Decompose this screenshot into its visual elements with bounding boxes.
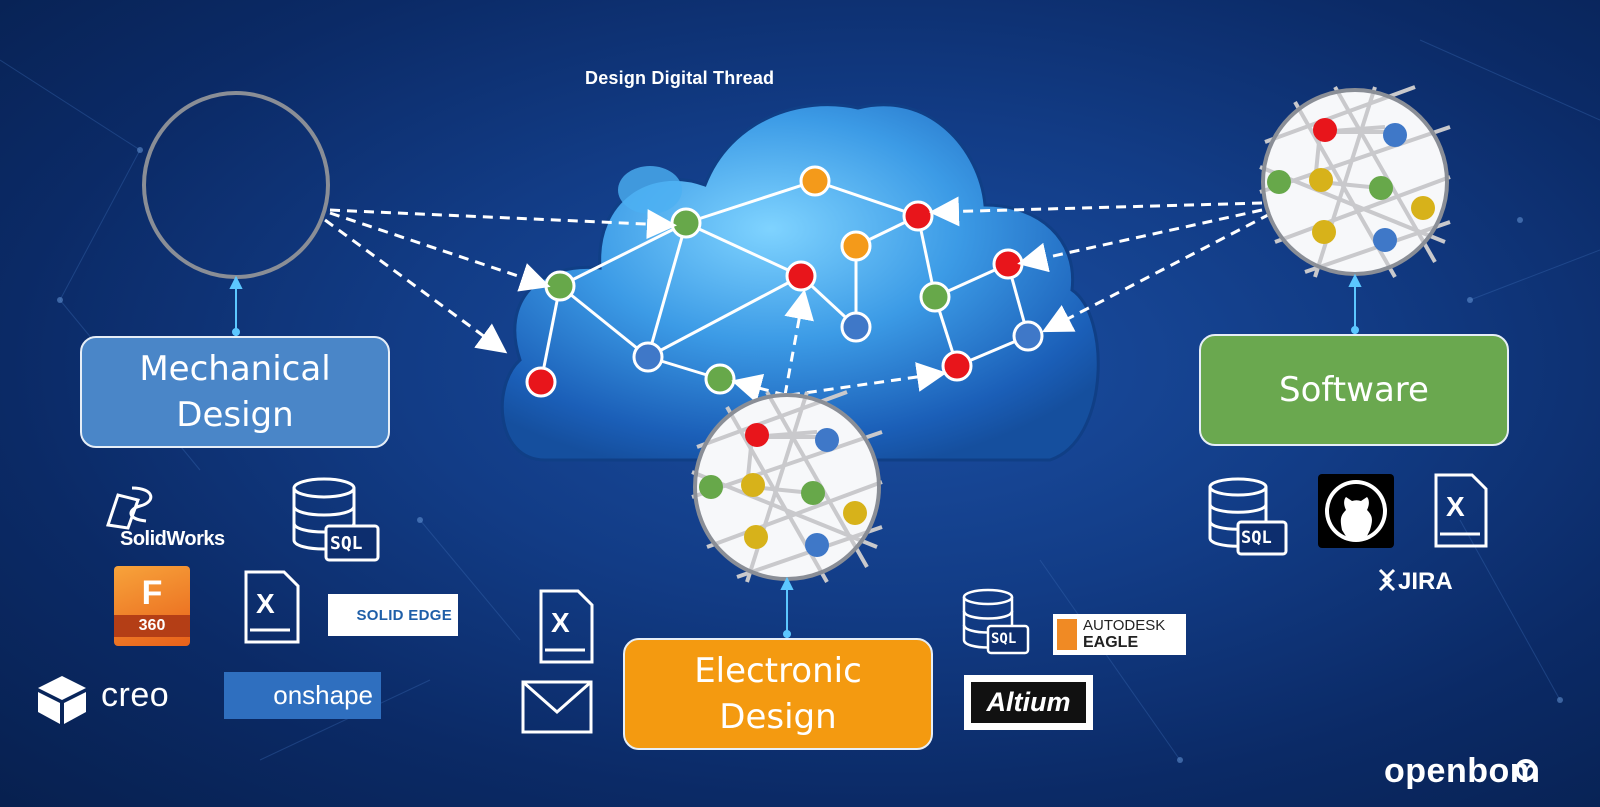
github-logo-icon (1318, 474, 1394, 548)
solid-edge-logo: SOLID EDGE (328, 594, 458, 636)
excel-x-mechanical: X (256, 588, 275, 619)
excel-file-icon-electronic (539, 589, 594, 664)
solidworks-logo-text: SolidWorks (120, 528, 225, 550)
autodesk-eagle-logo: AUTODESK EAGLE (1053, 614, 1186, 655)
sql-label-electronic: SQL (991, 631, 1017, 647)
fusion-letter: F (141, 574, 163, 612)
jira-logo-mark (1378, 568, 1396, 592)
solid-edge-text: SOLID EDGE (356, 606, 452, 624)
altium-inner: Altium (971, 682, 1086, 723)
cloud-network-nodes (525, 165, 1044, 398)
eagle-text: EAGLE (1083, 634, 1139, 651)
excel-file-icon-mechanical (244, 570, 300, 644)
eagle-e-mark (1057, 619, 1077, 650)
database-sql-icon (292, 477, 380, 562)
creo-logo-text: creo (101, 676, 170, 714)
background-dots (57, 147, 1563, 763)
fusion-number: 360 (114, 615, 190, 637)
autodesk-text: AUTODESK (1083, 617, 1166, 634)
solidworks-logo-mark (106, 486, 153, 530)
excel-file-icon-software (1434, 473, 1488, 548)
software-box: Software (1199, 334, 1509, 446)
mechanical-design-box: Mechanical Design (80, 336, 390, 448)
fusion-360-logo: F 360 (114, 566, 190, 646)
sql-label-software: SQL (1241, 528, 1272, 548)
mechanical-hub-circle (142, 91, 330, 279)
altium-text: Altium (986, 687, 1071, 717)
hub-connectors (229, 273, 1362, 638)
jira-logo-text: JIRA (1398, 568, 1453, 595)
email-envelope-icon (521, 680, 593, 734)
onshape-text: onshape (273, 680, 373, 710)
diagram-title: Design Digital Thread (585, 68, 775, 88)
altium-logo: Altium (964, 675, 1093, 730)
excel-x-electronic: X (551, 607, 570, 638)
database-sql-icon-electronic (962, 588, 1030, 655)
dashed-arrows (324, 196, 1271, 403)
software-hub-circle (1258, 85, 1452, 279)
sql-label-mechanical: SQL (330, 533, 363, 554)
database-sql-icon-software (1208, 477, 1288, 556)
creo-cube-icon (38, 676, 86, 724)
electronic-design-box: Electronic Design (623, 638, 933, 750)
openbom-logo-text: openbom (1384, 752, 1541, 790)
openbom-logo-mark (1515, 759, 1537, 781)
onshape-logo: onshape (224, 672, 381, 719)
excel-x-software: X (1446, 491, 1465, 522)
